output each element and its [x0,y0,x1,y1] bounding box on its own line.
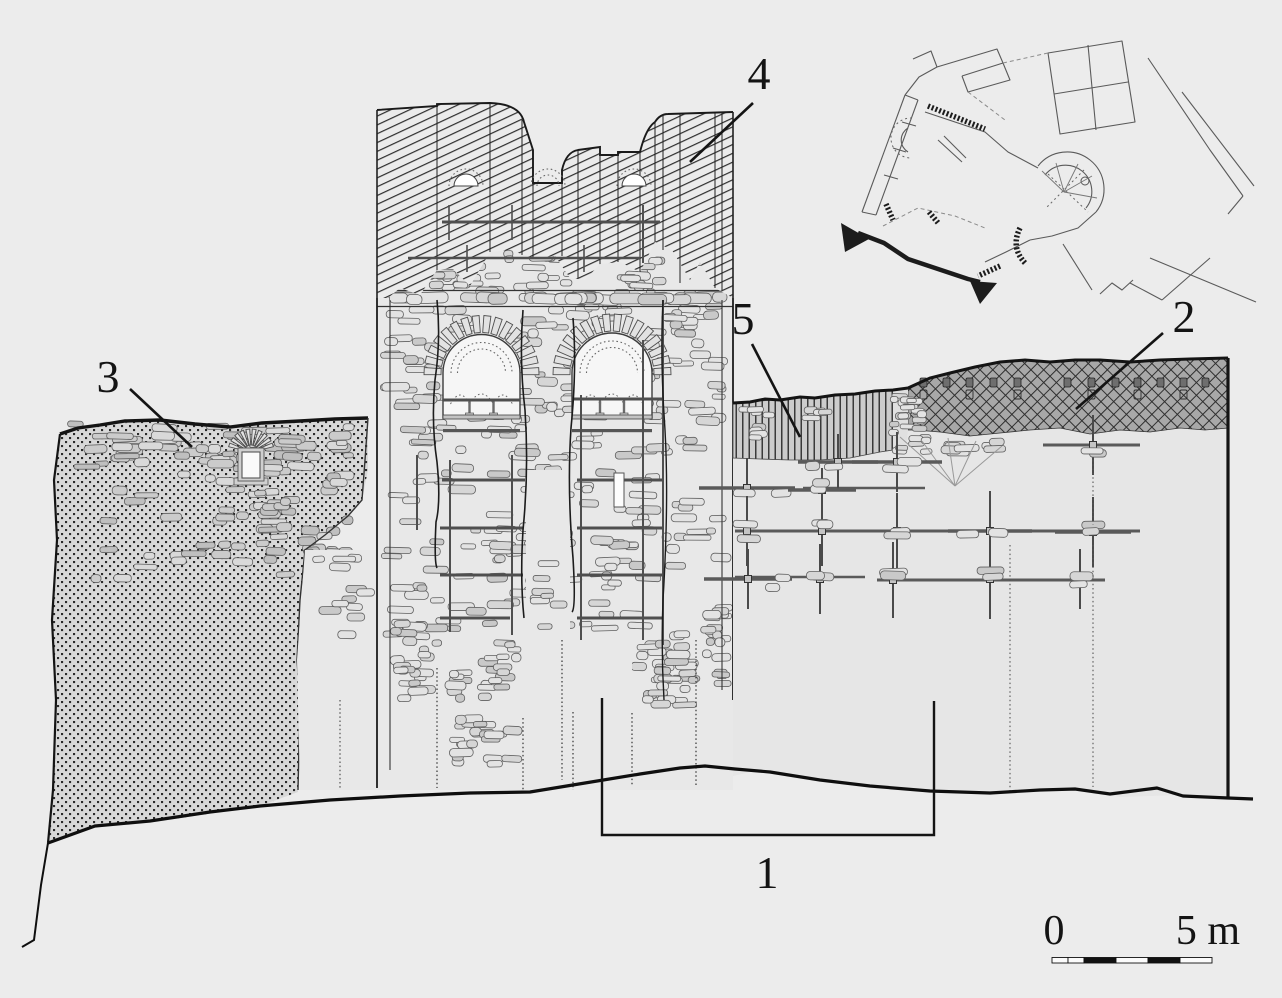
leader-lines [129,102,1164,448]
right-wall-section [699,356,1230,797]
left-wall-section [46,416,377,844]
phase-label-5: 5 [731,293,755,344]
scale-bar [1051,957,1213,964]
measure-bracket [600,698,936,837]
scale-zero-label: 0 [1043,908,1065,954]
ground-line [21,764,1254,948]
site-plan-inset [841,40,1257,304]
phase-label-2: 2 [1172,291,1196,342]
tower-section [376,102,734,790]
phase-label-4: 4 [747,48,771,99]
scale-end-label: 5 m [1175,908,1241,954]
phase-label-3: 3 [96,351,120,402]
phase-label-1: 1 [755,847,779,898]
